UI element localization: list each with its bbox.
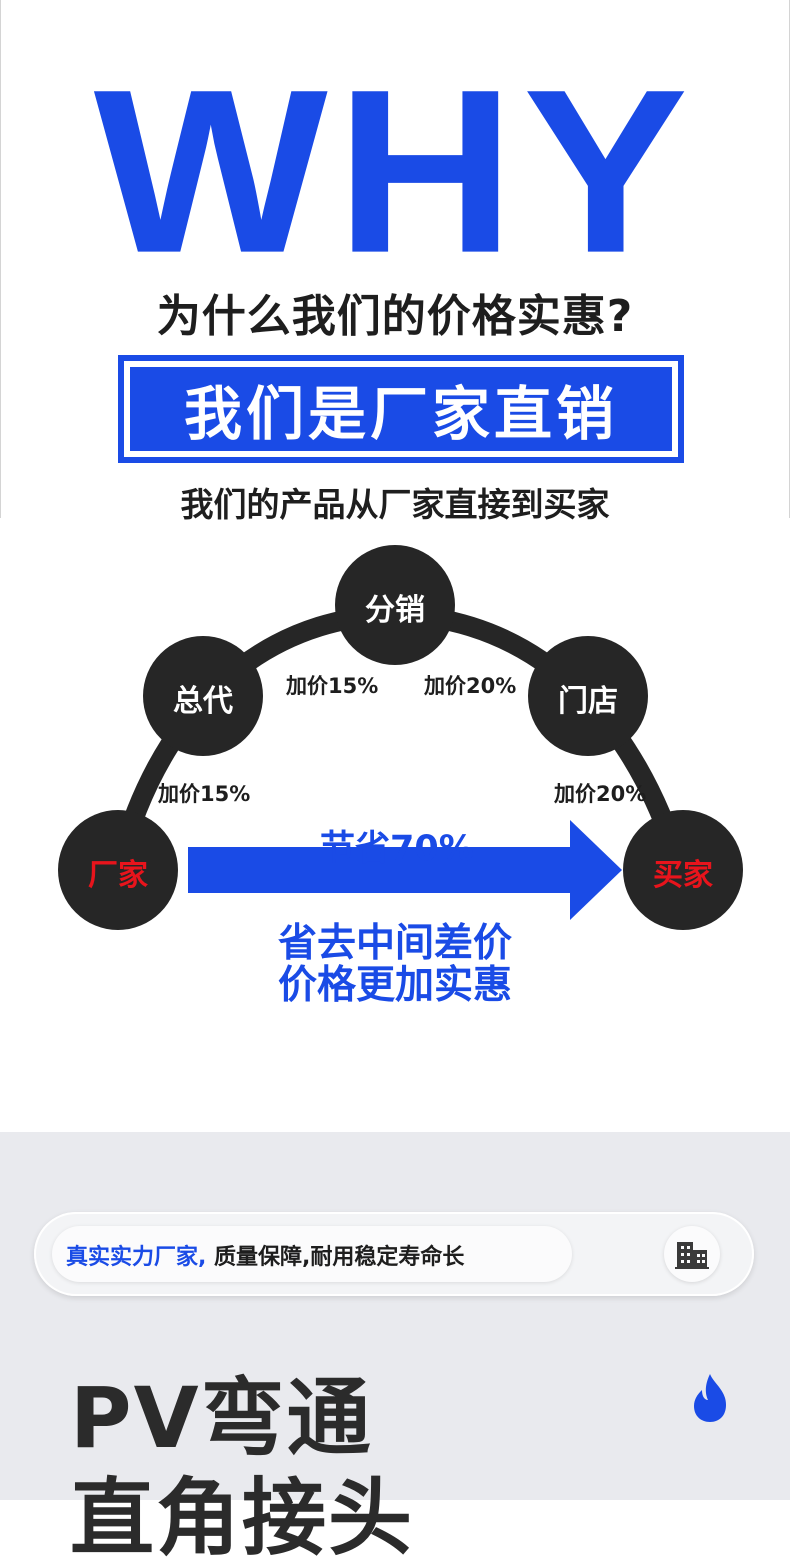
why-section: WHY 为什么我们的价格实惠? 我们是厂家直销 我们的产品从厂家直接到买家 bbox=[0, 0, 790, 524]
feature-pill-text-box: 真实实力厂家, 质量保障,耐用稳定寿命长 bbox=[52, 1226, 572, 1282]
node-general-agent-label: 总代 bbox=[173, 684, 233, 719]
supply-chain-diagram bbox=[58, 545, 743, 930]
node-buyer bbox=[623, 810, 743, 930]
flame-icon bbox=[694, 1374, 726, 1422]
markup-distribution-store: 加价20% bbox=[424, 674, 517, 698]
building-icon bbox=[675, 1242, 709, 1269]
why-heading: WHY bbox=[93, 40, 697, 302]
node-distribution bbox=[335, 545, 455, 665]
banner-fill: 我们是厂家直销 bbox=[130, 367, 672, 451]
markup-store-buyer: 加价20% bbox=[554, 782, 647, 806]
node-store bbox=[528, 636, 648, 756]
feature-pill-text: 真实实力厂家, 质量保障,耐用稳定寿命长 bbox=[66, 1239, 464, 1271]
factory-direct-banner: 我们是厂家直销 bbox=[118, 355, 684, 463]
node-store-label: 门店 bbox=[558, 684, 618, 719]
slogan-line-2: 价格更加实惠 bbox=[277, 963, 512, 1008]
banner-text: 我们是厂家直销 bbox=[183, 380, 618, 448]
feature-pill: 真实实力厂家, 质量保障,耐用稳定寿命长 bbox=[34, 1212, 754, 1296]
node-factory-label: 厂家 bbox=[88, 858, 148, 893]
markup-factory-general: 加价15% bbox=[158, 782, 251, 806]
feature-pill-highlight: 真实实力厂家, bbox=[66, 1245, 207, 1270]
feature-pill-detail: 质量保障,耐用稳定寿命长 bbox=[214, 1245, 465, 1270]
node-general-agent bbox=[143, 636, 263, 756]
slogan-line-1: 省去中间差价 bbox=[277, 921, 512, 966]
savings-label: 节省70% bbox=[320, 829, 474, 869]
node-distribution-label: 分销 bbox=[365, 593, 425, 628]
product-section: 真实实力厂家, 质量保障,耐用稳定寿命长 PV弯通 直角接头 bbox=[0, 1132, 790, 1567]
node-factory bbox=[58, 810, 178, 930]
product-title-line-1: PV弯通 bbox=[70, 1369, 373, 1467]
factory-to-buyer-subline: 我们的产品从厂家直接到买家 bbox=[180, 485, 610, 524]
node-buyer-label: 买家 bbox=[653, 858, 713, 893]
feature-pill-icon-badge bbox=[664, 1226, 720, 1282]
markup-general-distribution: 加价15% bbox=[286, 674, 379, 698]
savings-arrow-shaft bbox=[188, 847, 578, 893]
why-question: 为什么我们的价格实惠? bbox=[156, 291, 634, 342]
product-title-line-2: 直角接头 bbox=[70, 1469, 415, 1567]
savings-arrow-head bbox=[570, 820, 622, 920]
